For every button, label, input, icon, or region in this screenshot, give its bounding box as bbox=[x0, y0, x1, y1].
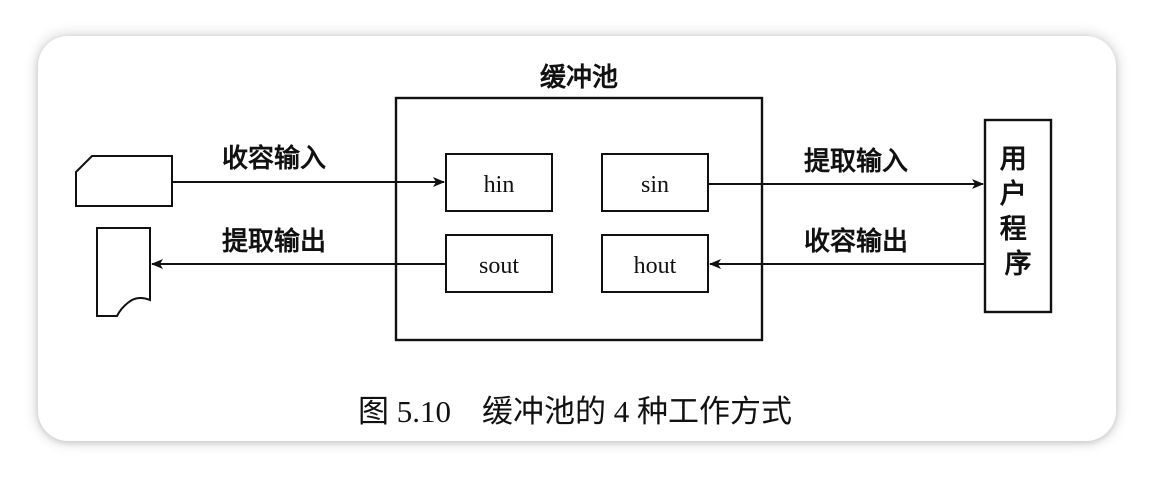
user-program-label: 用 户 程 序 bbox=[1000, 144, 1036, 280]
label-extract-output: 提取输出 bbox=[222, 226, 326, 257]
label-collect-output: 收容输出 bbox=[804, 226, 908, 257]
buffer-sout: sout bbox=[445, 234, 553, 293]
buffer-pool-box bbox=[394, 96, 764, 342]
buffer-hin: hin bbox=[445, 153, 553, 212]
figure-caption: 图 5.10 缓冲池的 4 种工作方式 bbox=[358, 394, 792, 429]
buffer-pool-title: 缓冲池 bbox=[540, 62, 618, 93]
input-device-icon bbox=[75, 155, 173, 207]
user-program-box bbox=[983, 118, 1053, 314]
buffer-sin: sin bbox=[601, 153, 709, 212]
buffer-sin-label: sin bbox=[641, 172, 669, 198]
buffer-sout-label: sout bbox=[479, 253, 519, 279]
buffer-hin-label: hin bbox=[484, 172, 515, 198]
buffer-hout: hout bbox=[601, 234, 709, 293]
buffer-hout-label: hout bbox=[634, 253, 677, 279]
output-device-icon bbox=[96, 227, 151, 317]
label-extract-input: 提取输入 bbox=[804, 146, 908, 177]
label-collect-input: 收容输入 bbox=[222, 143, 326, 174]
